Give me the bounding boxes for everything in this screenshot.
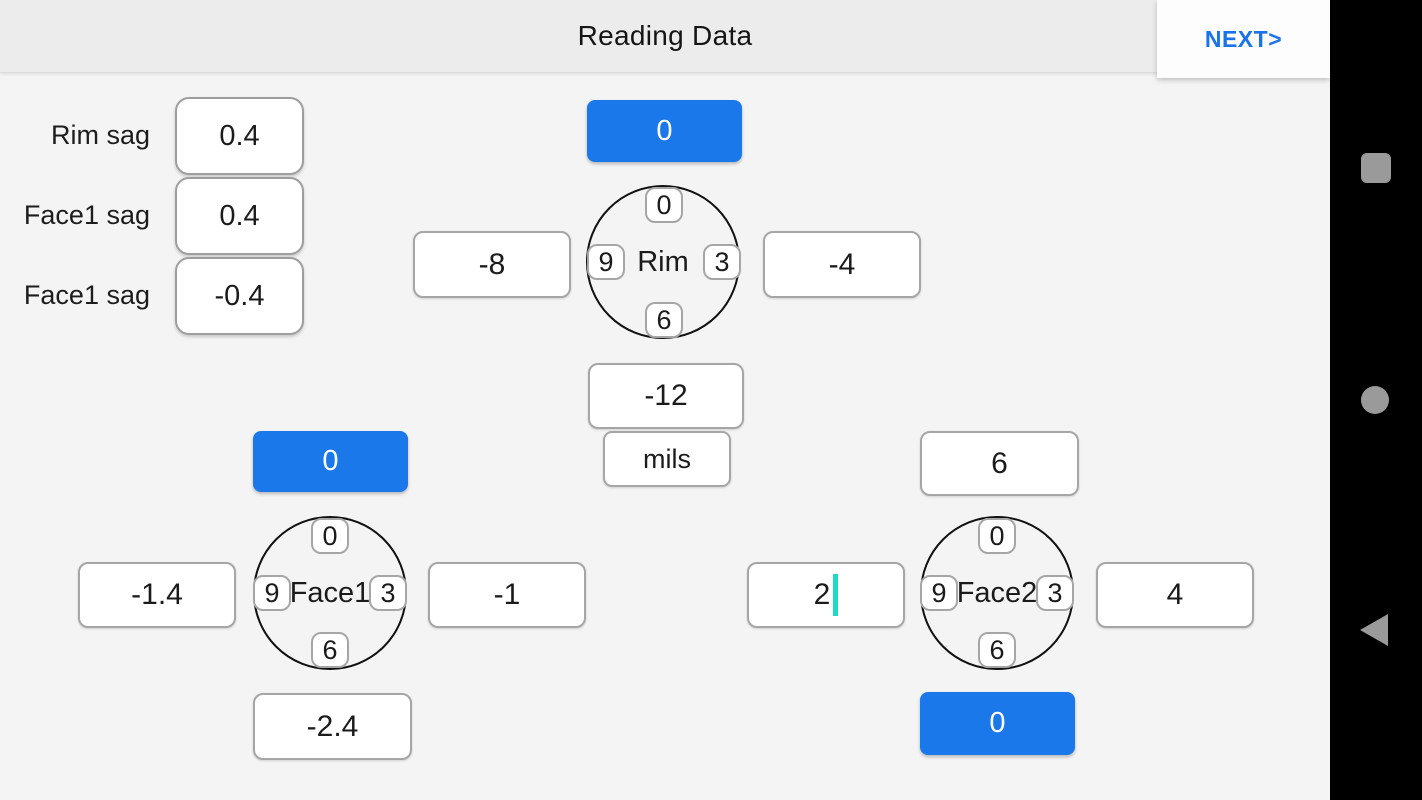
next-button-label: NEXT>	[1204, 25, 1283, 52]
rim-pos-3-badge[interactable]: 3	[703, 244, 741, 280]
face2-pos-0-badge[interactable]: 0	[978, 518, 1016, 554]
face2-9-reading-field[interactable]: 2	[747, 562, 905, 628]
face2-pos-9-badge[interactable]: 9	[920, 575, 958, 611]
face1-sag-label: Face1 sag	[23, 199, 150, 230]
rim-sag-field[interactable]: 0.4	[175, 97, 304, 175]
rim-pos-9-badge[interactable]: 9	[587, 244, 625, 280]
face1-dial-label: Face1	[289, 576, 371, 609]
text-cursor	[833, 574, 839, 616]
face1-pos-3-badge[interactable]: 3	[369, 575, 407, 611]
rim-dial-label: Rim	[637, 245, 689, 278]
next-button[interactable]: NEXT>	[1157, 0, 1330, 78]
header-bar: Reading Data	[0, 0, 1330, 73]
face2-pos-6-badge[interactable]: 6	[978, 632, 1016, 668]
page-title: Reading Data	[577, 20, 753, 51]
home-circle-icon[interactable]	[1361, 386, 1389, 414]
face2-3-reading-field[interactable]: 4	[1096, 562, 1254, 628]
face1-sag-label-2: Face1 sag	[23, 279, 150, 310]
face1-6-reading-field[interactable]: -2.4	[253, 693, 412, 760]
face1-sag-field-2[interactable]: -0.4	[175, 257, 304, 335]
face2-0-reading-field[interactable]: 6	[920, 431, 1079, 496]
back-triangle-icon[interactable]	[1360, 614, 1388, 646]
face1-pos-0-badge[interactable]: 0	[311, 518, 349, 554]
face1-sag-field[interactable]: 0.4	[175, 177, 304, 255]
face2-9-reading-value: 2	[813, 578, 831, 611]
rim-zero-button[interactable]: 0	[587, 100, 742, 162]
face1-3-reading-field[interactable]: -1	[428, 562, 586, 628]
face2-zero-button[interactable]: 0	[920, 692, 1075, 755]
face2-pos-3-badge[interactable]: 3	[1036, 575, 1074, 611]
rim-9-reading-field[interactable]: -8	[413, 231, 571, 298]
rim-pos-0-badge[interactable]: 0	[645, 187, 683, 223]
rim-pos-6-badge[interactable]: 6	[645, 302, 683, 338]
face1-pos-6-badge[interactable]: 6	[311, 632, 349, 668]
recents-square-icon[interactable]	[1361, 153, 1391, 183]
app-content: Reading Data NEXT> Rim sag 0.4 Face1 sag…	[0, 0, 1330, 760]
rim-sag-label: Rim sag	[50, 119, 150, 150]
face1-pos-9-badge[interactable]: 9	[253, 575, 291, 611]
android-nav-bar	[1330, 0, 1422, 800]
face1-9-reading-field[interactable]: -1.4	[78, 562, 236, 628]
face1-zero-button[interactable]: 0	[253, 431, 408, 492]
units-button[interactable]: mils	[603, 431, 731, 487]
rim-6-reading-field[interactable]: -12	[588, 363, 744, 429]
face2-dial-label: Face2	[956, 576, 1038, 609]
rim-3-reading-field[interactable]: -4	[763, 231, 921, 298]
